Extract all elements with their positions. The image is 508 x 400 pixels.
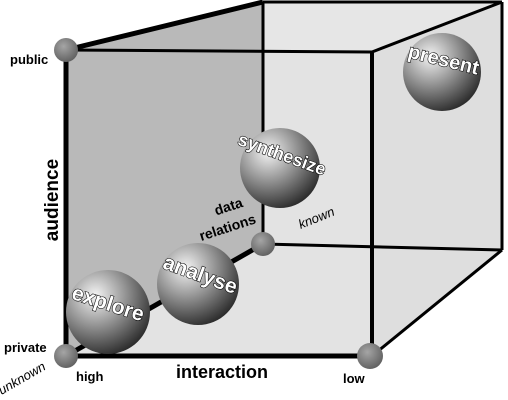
label-low: low: [343, 371, 366, 386]
sphere-explore: explore: [66, 270, 150, 354]
top-left-edge: [65, 0, 264, 53]
corner-node-low: [357, 343, 383, 369]
label-unknown: unknown: [0, 359, 48, 398]
right-bottom-edge: [371, 248, 503, 358]
corner-node-private: [54, 344, 78, 368]
sphere-analyse: analyse: [157, 243, 241, 325]
audience-axis-label: audience: [42, 159, 63, 241]
corner-node-known: [251, 232, 275, 256]
interaction-axis-label: interaction: [176, 362, 268, 382]
label-high: high: [76, 369, 103, 384]
top-front-edge: [65, 48, 373, 54]
top-right-edge: [371, 0, 503, 54]
back-bottom-edge: [262, 242, 503, 252]
label-public: public: [10, 52, 48, 67]
label-private: private: [4, 340, 47, 355]
sphere-present: present: [403, 33, 482, 111]
corner-node-public: [54, 38, 78, 62]
